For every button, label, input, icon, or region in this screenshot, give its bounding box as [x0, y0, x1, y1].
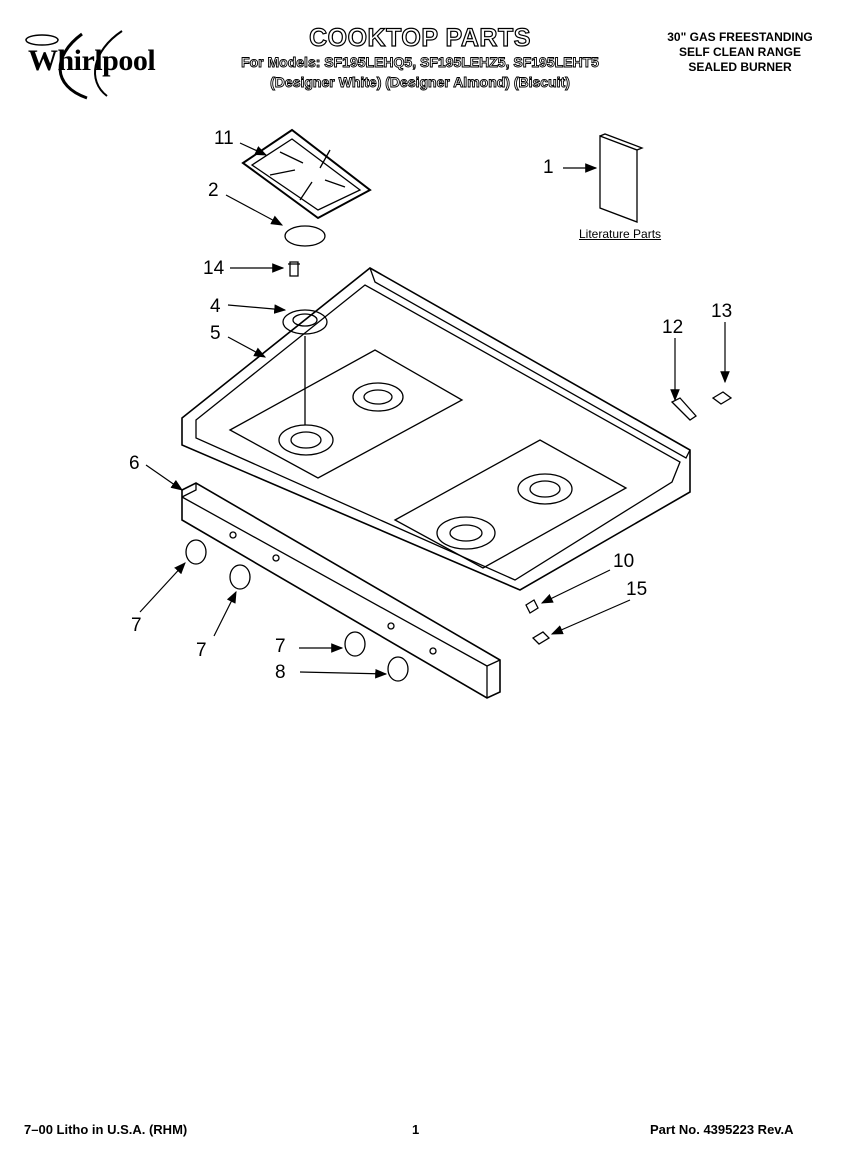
callout-number: 1: [543, 157, 554, 178]
callout-number: 7: [275, 636, 286, 657]
screw-part: [711, 391, 733, 405]
callout-number: 12: [662, 317, 684, 338]
cooktop-main-top: [181, 267, 691, 591]
footer-part-number: Part No. 4395223 Rev.A: [650, 1122, 794, 1137]
screw-part: [531, 631, 551, 645]
product-line: 30" GAS FREESTANDING: [667, 30, 813, 44]
control-panel-part: [181, 482, 501, 699]
knob-part: [185, 539, 409, 682]
callout-number: 8: [275, 662, 286, 683]
callout-number: 5: [210, 323, 221, 344]
product-line: SELF CLEAN RANGE: [678, 45, 801, 59]
product-line: SEALED BURNER: [688, 60, 792, 74]
callout-number: 15: [626, 579, 648, 600]
product-description: 30" GAS FREESTANDING SELF CLEAN RANGE SE…: [640, 30, 840, 75]
screw-part: [288, 261, 300, 277]
whirlpool-logo: [25, 30, 123, 100]
brand-wordmark: Whirlpool: [28, 44, 156, 77]
callout-number: 6: [129, 453, 140, 474]
grate-part: [241, 128, 372, 220]
callout-number: 2: [208, 180, 219, 201]
literature-parts-label: Literature Parts: [579, 227, 662, 241]
callout-number: 7: [131, 615, 142, 636]
colors-line: (Designer White) (Designer Almond) (Bisc…: [270, 74, 571, 91]
page-title: COOKTOP PARTS: [308, 23, 531, 52]
clip-part: [525, 599, 539, 614]
callout-number: 4: [210, 296, 221, 317]
callout-number: 13: [711, 301, 733, 322]
callout-number: 7: [196, 640, 207, 661]
callout-number: 11: [214, 128, 234, 149]
burner-base-part: [282, 309, 328, 335]
callout-number: 10: [613, 551, 635, 572]
models-line: For Models: SF195LEHQ5, SF195LEHZ5, SF19…: [241, 54, 600, 71]
callout-number: 14: [203, 258, 225, 279]
burner-cap-part: [284, 225, 326, 247]
bracket-part: [670, 397, 697, 421]
literature-parts-book: [599, 133, 644, 223]
footer-litho: 7–00 Litho in U.S.A. (RHM): [24, 1122, 188, 1137]
footer-page-number: 1: [412, 1122, 420, 1137]
